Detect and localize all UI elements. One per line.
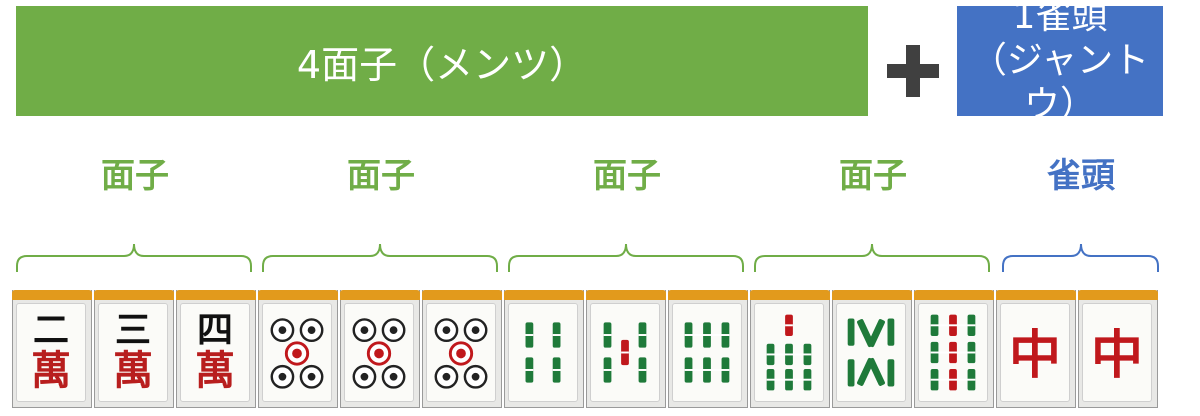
mentsu-box-label: 4面子（メンツ） xyxy=(296,42,588,87)
brace-mentsu-4 xyxy=(754,243,990,272)
tile-number: 四 xyxy=(196,309,233,351)
tile-honor-char: 中 xyxy=(1008,325,1061,386)
pin-circles-icon xyxy=(352,318,406,389)
tile-number: 二 xyxy=(32,309,69,351)
bamboo-sticks-icon xyxy=(603,322,647,383)
group-label-jantou: 雀頭 xyxy=(1047,156,1115,196)
tile-number: 三 xyxy=(114,309,151,351)
brace-mentsu-2 xyxy=(262,243,498,272)
tile-man-4: 四 萬 xyxy=(176,290,256,408)
tile-man-3: 三 萬 xyxy=(94,290,174,408)
tile-pin-5 xyxy=(422,290,502,408)
brace-jantou xyxy=(1002,243,1159,272)
mentsu-box: 4面子（メンツ） xyxy=(16,6,868,116)
plus-icon xyxy=(887,45,939,97)
jantou-box: 1雀頭 （ジャントウ） xyxy=(957,0,1163,125)
bamboo-sticks-icon xyxy=(684,322,730,383)
pin-circles-icon xyxy=(270,318,324,389)
tile-suit-char: 萬 xyxy=(31,347,71,394)
tile-honor-char: 中 xyxy=(1090,325,1143,386)
tile-chun: 中 xyxy=(1078,290,1158,408)
tile-man-2: 二 萬 xyxy=(12,290,92,408)
group-braces xyxy=(16,243,1159,272)
tile-suit-char: 萬 xyxy=(195,347,235,394)
bamboo-sticks-icon xyxy=(847,318,895,387)
tile-sou-9 xyxy=(914,290,994,408)
tile-sou-5 xyxy=(586,290,666,408)
tile-sou-6 xyxy=(668,290,748,408)
jantou-box-line2: （ジャントウ） xyxy=(970,40,1150,125)
group-label-mentsu-1: 面子 xyxy=(101,156,169,196)
group-label-mentsu-3: 面子 xyxy=(593,156,661,196)
bamboo-sticks-icon xyxy=(525,322,561,383)
jantou-box-line1: 1雀頭 xyxy=(1012,0,1108,37)
tile-suit-char: 萬 xyxy=(113,347,153,394)
pin-circles-icon xyxy=(434,318,488,389)
tile-pin-5 xyxy=(340,290,420,408)
group-label-mentsu-4: 面子 xyxy=(839,156,907,196)
tile-sou-7 xyxy=(750,290,830,408)
tile-sou-8 xyxy=(832,290,912,408)
tile-chun: 中 xyxy=(996,290,1076,408)
brace-mentsu-1 xyxy=(16,243,252,272)
bamboo-sticks-icon xyxy=(766,314,812,391)
bamboo-sticks-icon xyxy=(930,314,976,391)
brace-mentsu-3 xyxy=(508,243,744,272)
tile-sou-4 xyxy=(504,290,584,408)
tile-pin-5 xyxy=(258,290,338,408)
group-label-mentsu-2: 面子 xyxy=(347,156,415,196)
